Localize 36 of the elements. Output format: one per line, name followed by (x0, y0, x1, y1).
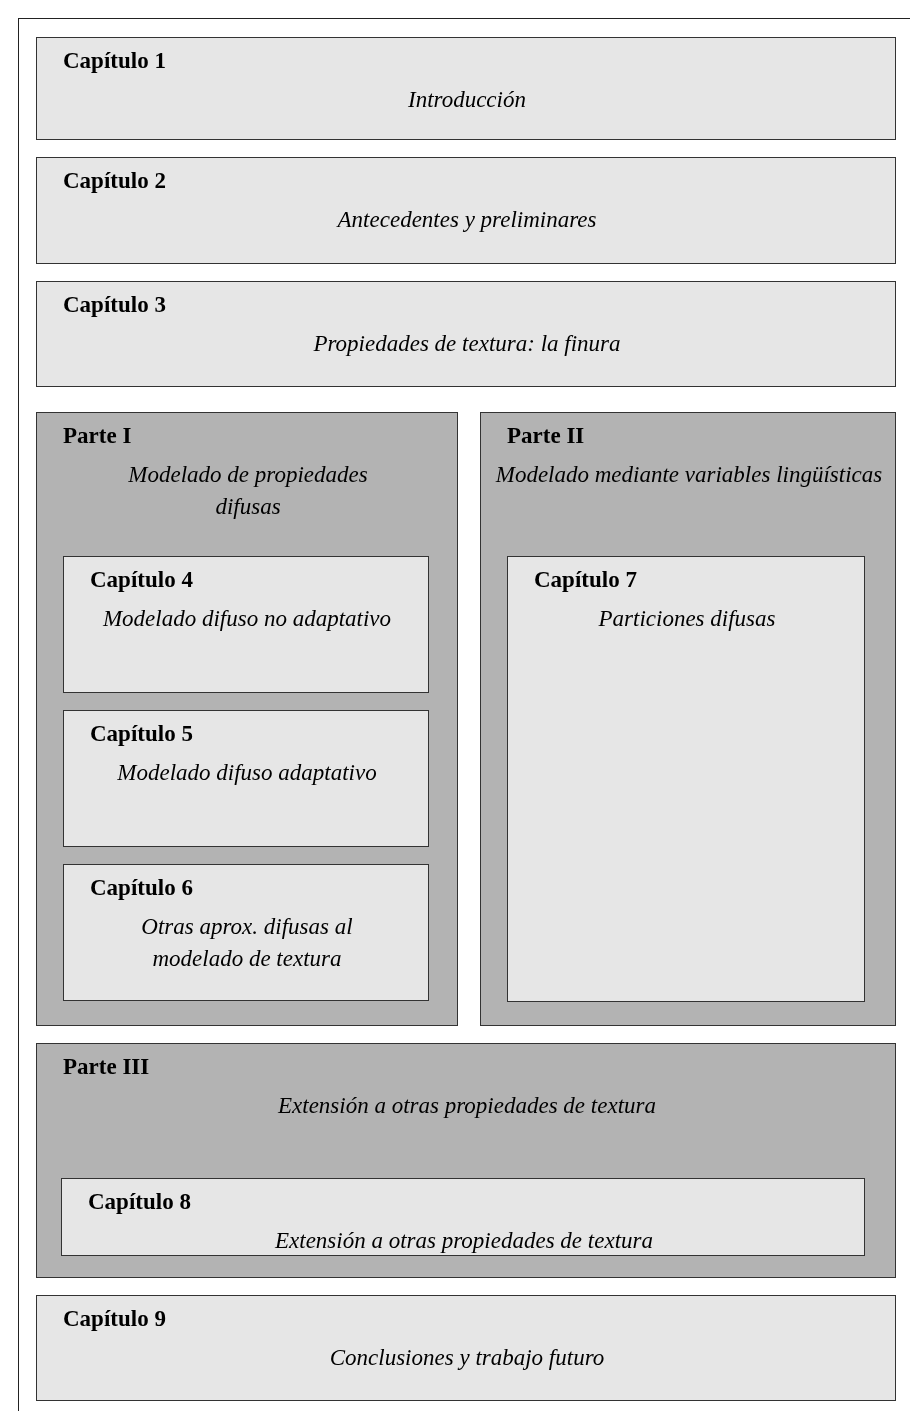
box-subtitle: Modelado de propiedades difusas (127, 461, 369, 522)
box-heading: Capítulo 9 (63, 1306, 166, 1332)
box-heading: Capítulo 3 (63, 292, 166, 318)
part-panel (36, 1043, 896, 1278)
box-heading: Capítulo 5 (90, 721, 193, 747)
box-heading: Capítulo 1 (63, 48, 166, 74)
chapter-box (36, 281, 896, 387)
box-heading: Parte I (63, 423, 132, 449)
chapter-box (36, 157, 896, 264)
chapter-box (36, 1295, 896, 1401)
box-subtitle: Particiones difusas (597, 605, 777, 633)
box-heading: Capítulo 8 (88, 1189, 191, 1215)
chapter-box (63, 864, 429, 1001)
box-subtitle: Conclusiones y trabajo futuro (328, 1344, 606, 1372)
box-subtitle: Propiedades de textura: la finura (312, 330, 622, 358)
part-panel (480, 412, 896, 1026)
chapter-box (507, 556, 865, 1002)
box-heading: Capítulo 6 (90, 875, 193, 901)
box-subtitle: Extensión a otras propiedades de textura (277, 1092, 657, 1120)
part-panel (36, 412, 458, 1026)
chapter-box (36, 37, 896, 140)
box-subtitle: Modelado difuso no adaptativo (101, 605, 393, 633)
chapter-box (63, 556, 429, 693)
box-heading: Capítulo 7 (534, 567, 637, 593)
box-heading: Parte III (63, 1054, 150, 1080)
box-subtitle: Modelado mediante variables lingüísticas (494, 461, 884, 489)
chapter-box (63, 710, 429, 847)
box-subtitle: Extensión a otras propiedades de textura (274, 1227, 654, 1255)
box-subtitle: Antecedentes y preliminares (335, 206, 598, 234)
box-subtitle: Modelado difuso adaptativo (116, 759, 378, 787)
box-subtitle: Otras aprox. difusas al modelado de textura (140, 913, 354, 974)
chapter-box (61, 1178, 865, 1256)
box-heading: Capítulo 2 (63, 168, 166, 194)
box-heading: Parte II (507, 423, 585, 449)
box-heading: Capítulo 4 (90, 567, 193, 593)
box-subtitle: Introducción (407, 86, 527, 114)
